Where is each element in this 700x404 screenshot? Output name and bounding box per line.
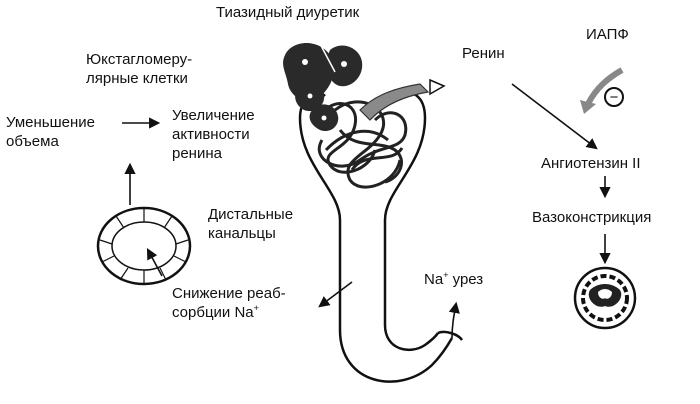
- arrow-renin-to-angiotensin: [511, 83, 598, 150]
- vessel-cross-section: [573, 266, 637, 330]
- juxtaglomerular-cells-label: Юкстагломеру- лярные клетки: [86, 51, 193, 87]
- arrow-tubule-outflow: [318, 281, 353, 308]
- distal-tubule-cross-section: [96, 206, 192, 286]
- svg-text:−: −: [610, 89, 619, 106]
- renin-activity-label: Увеличение активности ренина: [172, 107, 255, 162]
- renin-label: Ренин: [462, 45, 505, 62]
- afferent-vessels: [283, 39, 363, 132]
- thiazide-diuretic-label: Тиазидный диуретик: [216, 4, 360, 21]
- sodium-excretion-label: Na+ урез: [424, 270, 484, 289]
- angiotensin-label: Ангиотензин II: [541, 155, 641, 172]
- arrow-na-excretion: [448, 301, 460, 339]
- efferent-vessel: [359, 78, 446, 121]
- ace-inhibition-arrow: [580, 67, 624, 114]
- ace-inhibitor-label: ИАПФ: [586, 26, 629, 43]
- distal-tubules-label: Дистальные канальцы: [208, 206, 294, 242]
- nephron-tubule: [298, 91, 464, 383]
- reabsorption-decrease-label: Снижение реаб- сорбции Na+: [172, 285, 286, 321]
- vasoconstriction-label: Вазоконстрикция: [532, 209, 652, 226]
- arrow-reabsorption: [146, 248, 163, 277]
- flow-arrows: [122, 83, 611, 339]
- minus-icon: −: [604, 87, 624, 107]
- volume-decrease-label: Уменьшение объема: [6, 114, 95, 150]
